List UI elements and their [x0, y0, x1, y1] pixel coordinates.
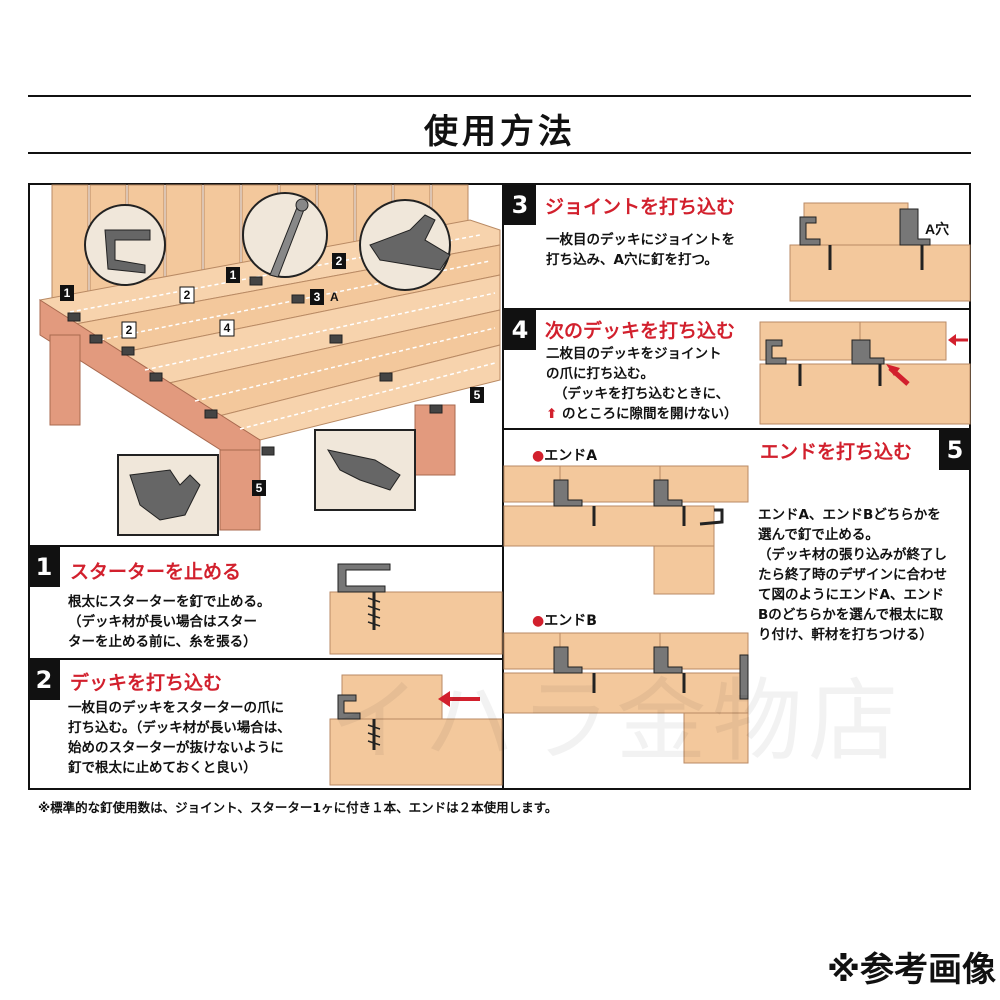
gap-up-arrow-icon: ⬆ — [546, 406, 558, 422]
overview-label-1b: 1 — [230, 268, 237, 282]
step5-line-2: 選んで釘で止める。 — [758, 527, 879, 543]
page-title: 使用方法 — [424, 112, 576, 152]
step2-number: 2 — [28, 660, 60, 700]
end-a-label-text: エンドA — [544, 448, 598, 464]
step1-line-1: 根太にスターターを釘で止める。 — [68, 594, 271, 610]
step3-text: 一枚目のデッキにジョイントを 打ち込み、A穴に釘を打つ。 — [546, 230, 735, 270]
step4-line-1: 二枚目のデッキをジョイント — [546, 346, 722, 362]
step4-line-4-text: のところに隙間を開けない） — [562, 406, 738, 422]
red-dot-icon: ● — [532, 613, 545, 629]
red-dot-icon: ● — [532, 448, 545, 464]
step1-text: 根太にスターターを釘で止める。 （デッキ材が長い場合はスター ターを止める前に、… — [68, 592, 271, 652]
step3-line-2: 打ち込み、A穴に釘を打つ。 — [546, 252, 718, 268]
step5-line-6: Bのどちらかを選んで根太に取 — [758, 607, 944, 623]
step3-illustration: A穴 — [789, 202, 971, 302]
overview-label-1a: 1 — [64, 286, 71, 300]
instruction-frame — [28, 183, 971, 790]
divider-step4-5 — [502, 428, 971, 430]
overview-label-4: 4 — [224, 321, 231, 335]
overview-label-5b: 5 — [256, 481, 263, 495]
step3-title: ジョイントを打ち込む — [545, 196, 736, 218]
footnote: ※標準的な釘使用数は、ジョイント、スターター1ヶに付き１本、エンドは２本使用しま… — [38, 800, 558, 815]
watermark: イハラ金物店 — [330, 669, 905, 774]
step4-text: 二枚目のデッキをジョイント の爪に打ち込む。 （デッキを打ち込むときに、 ⬆ の… — [546, 344, 738, 424]
overview-label-2a: 2 — [126, 323, 133, 337]
end-a-label: ●エンドA — [532, 445, 597, 465]
step4-line-3: （デッキを打ち込むときに、 — [554, 386, 730, 402]
step1-line-3: ターを止める前に、糸を張る） — [68, 634, 257, 650]
divider-overview-bottom — [28, 545, 504, 547]
step5-text: エンドA、エンドBどちらかを 選んで釘で止める。 （デッキ材の張り込みが終了し … — [758, 505, 947, 645]
step2-title: デッキを打ち込む — [70, 672, 223, 694]
step4-number: 4 — [504, 310, 536, 350]
end-b-illustration — [503, 632, 749, 764]
overview-label-2b: 2 — [184, 288, 191, 302]
bottom-rule — [28, 152, 971, 154]
divider-step1-2 — [28, 658, 504, 660]
step1-number: 1 — [28, 547, 60, 587]
end-b-label-text: エンドB — [544, 613, 597, 629]
step3-line-1: 一枚目のデッキにジョイントを — [546, 232, 735, 248]
step5-line-3: （デッキ材の張り込みが終了し — [758, 547, 947, 563]
step5-line-5: て図のようにエンドA、エンド — [758, 587, 944, 603]
deck-overview-illustration: 1 2 1 3 A 2 4 2 5 5 — [38, 184, 501, 536]
end-b-label: ●エンドB — [532, 610, 597, 630]
divider-vertical — [502, 183, 504, 790]
divider-step3-4 — [502, 308, 971, 310]
step4-title: 次のデッキを打ち込む — [545, 320, 736, 342]
top-rule — [28, 95, 971, 97]
end-a-illustration — [503, 465, 749, 595]
step4-line-4: ⬆ のところに隙間を開けない） — [546, 404, 738, 424]
step5-number: 5 — [939, 430, 971, 470]
step5-title: エンドを打ち込む — [760, 441, 913, 463]
step2-line-2: 打ち込む。（デッキ材が長い場合は、 — [68, 720, 291, 736]
overview-label-2c: 2 — [336, 254, 343, 268]
step5-line-7: り付け、軒材を打ちつける） — [758, 627, 933, 643]
step1-title: スターターを止める — [70, 561, 242, 583]
step5-line-1: エンドA、エンドBどちらかを — [758, 507, 941, 523]
step2-line-4: 釘で根太に止めておくと良い） — [68, 760, 257, 776]
step2-line-1: 一枚目のデッキをスターターの爪に — [68, 700, 284, 716]
step4-illustration — [759, 321, 971, 425]
step4-line-2: の爪に打ち込む。 — [546, 366, 654, 382]
step3-a-hole-label: A穴 — [925, 221, 949, 237]
overview-label-3: 3 — [314, 290, 321, 304]
step1-line-2: （デッキ材が長い場合はスター — [68, 614, 257, 630]
step3-number: 3 — [504, 185, 536, 225]
step2-line-3: 始めのスターターが抜けないように — [68, 740, 284, 756]
reference-image-label: ※参考画像 — [826, 950, 996, 990]
step1-illustration — [329, 563, 503, 655]
step2-illustration — [329, 674, 503, 786]
step5-line-4: たら終了時のデザインに合わせ — [758, 567, 947, 583]
overview-label-a: A — [330, 290, 339, 304]
overview-label-5a: 5 — [474, 388, 481, 402]
step2-text: 一枚目のデッキをスターターの爪に 打ち込む。（デッキ材が長い場合は、 始めのスタ… — [68, 698, 291, 778]
